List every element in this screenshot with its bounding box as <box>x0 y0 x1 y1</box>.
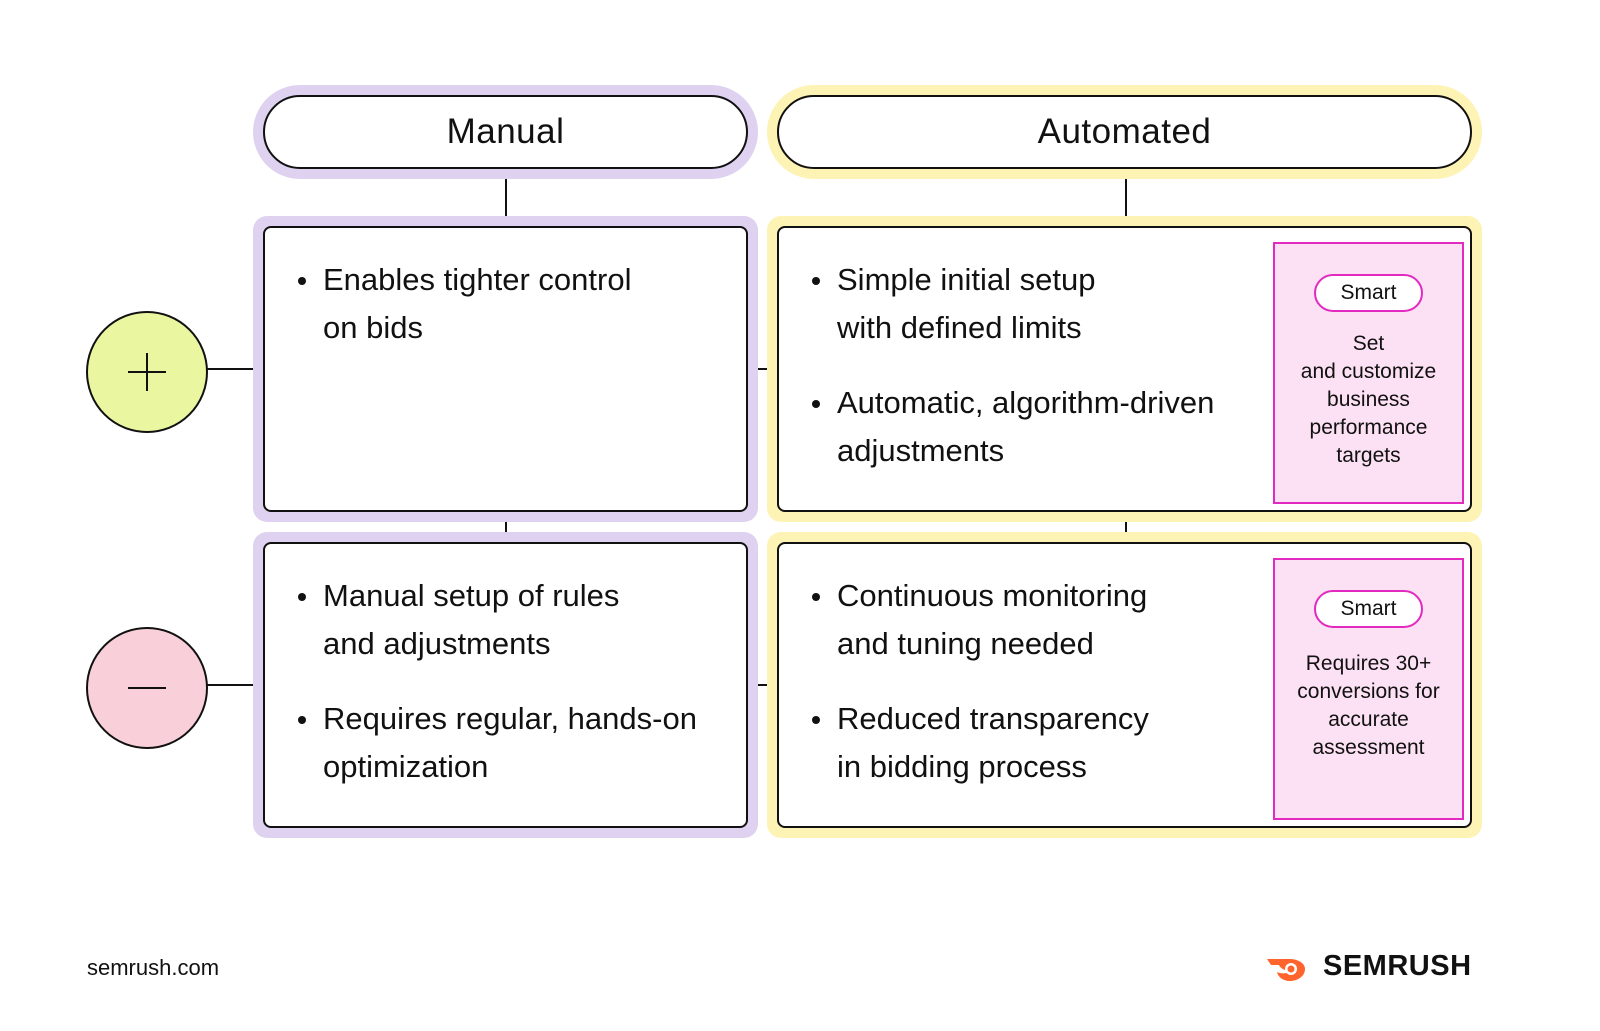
pros-column-connector <box>758 368 768 370</box>
list-item: Continuous monitoring and tuning needed <box>809 572 1149 668</box>
manual-pros-list: Enables tighter control on bids <box>295 256 631 379</box>
automated-pros-card: Simple initial setup with defined limits… <box>767 216 1482 522</box>
semrush-logo-icon <box>1267 958 1305 981</box>
list-item: Simple initial setup with defined limits <box>809 256 1214 352</box>
minus-circle <box>86 627 208 749</box>
smart-cons-text: Requires 30+ conversions for accurate as… <box>1297 652 1440 759</box>
automated-cons-card: Continuous monitoring and tuning needed … <box>767 532 1482 838</box>
smart-badge: Smart <box>1314 590 1423 628</box>
automated-header-connector <box>1125 170 1127 218</box>
cons-column-connector <box>758 684 768 686</box>
manual-cons-list: Manual setup of rules and adjustments Re… <box>295 572 697 818</box>
manual-cons-card: Manual setup of rules and adjustments Re… <box>253 532 758 838</box>
plus-circle <box>86 311 208 433</box>
smart-pros-box: Smart Set and customize business perform… <box>1273 242 1464 504</box>
smart-pros-text: Set and customize business performance t… <box>1300 332 1437 467</box>
automated-pros-list: Simple initial setup with defined limits… <box>809 256 1214 502</box>
manual-pros-card: Enables tighter control on bids <box>253 216 758 522</box>
plus-connector <box>202 368 256 370</box>
list-item: Manual setup of rules and adjustments <box>295 572 697 668</box>
footer-url: semrush.com <box>87 955 220 980</box>
list-item: Reduced transparency in bidding process <box>809 695 1149 791</box>
manual-title: Manual <box>446 112 565 151</box>
smart-cons-box: Smart Requires 30+ conversions for accur… <box>1273 558 1464 820</box>
automated-header: Automated <box>767 85 1482 179</box>
plus-icon <box>128 353 166 391</box>
list-item: Requires regular, hands-on optimization <box>295 695 697 791</box>
list-item: Automatic, algorithm-driven adjustments <box>809 379 1214 475</box>
automated-row-connector <box>1125 522 1127 534</box>
logo-text: SEMRUSH <box>1323 950 1472 982</box>
manual-row-connector <box>505 522 507 534</box>
minus-icon <box>128 687 166 689</box>
semrush-logo: SEMRUSH <box>1265 950 1472 983</box>
automated-cons-list: Continuous monitoring and tuning needed … <box>809 572 1149 818</box>
minus-connector <box>202 684 256 686</box>
smart-badge: Smart <box>1314 274 1423 312</box>
automated-title: Automated <box>1037 112 1212 151</box>
manual-header-connector <box>505 170 507 218</box>
manual-header: Manual <box>253 85 758 179</box>
list-item: Enables tighter control on bids <box>295 256 631 352</box>
